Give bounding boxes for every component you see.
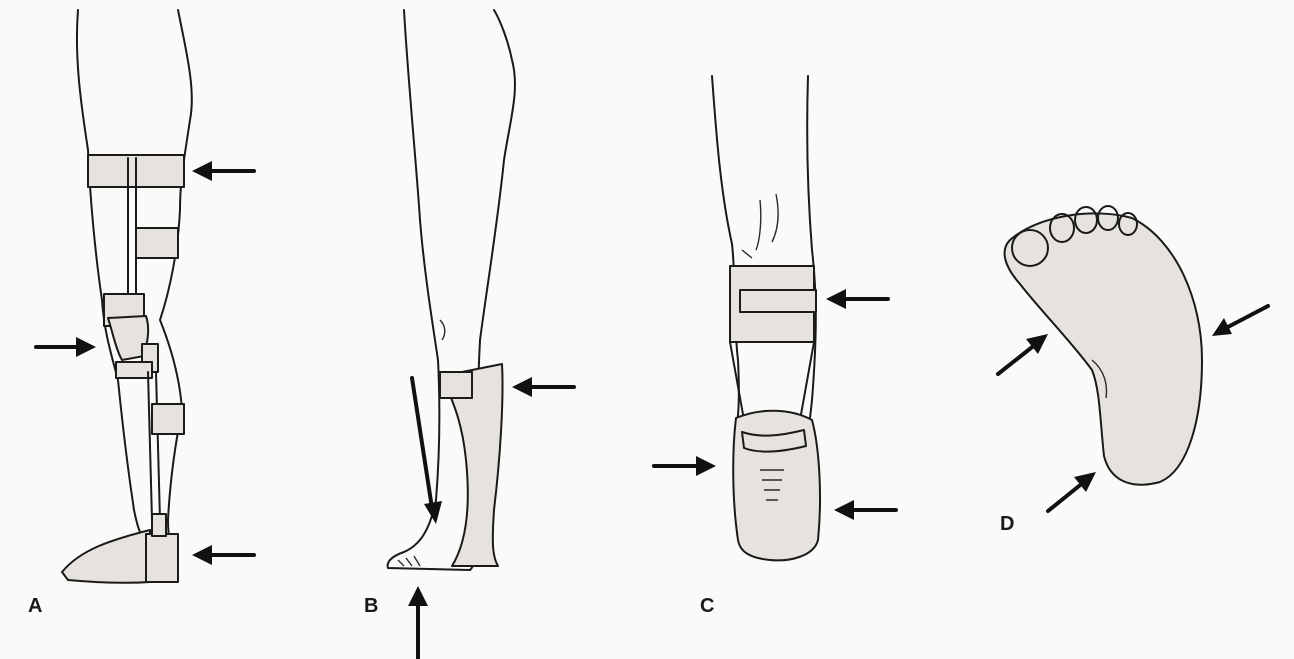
- calf-strap-front: [740, 290, 816, 312]
- panel-label-c: C: [700, 595, 714, 617]
- panel-label-d: D: [1000, 513, 1014, 535]
- panel-label-b: B: [364, 595, 378, 617]
- calf-strap: [440, 372, 472, 398]
- panel-label-a: A: [28, 595, 42, 617]
